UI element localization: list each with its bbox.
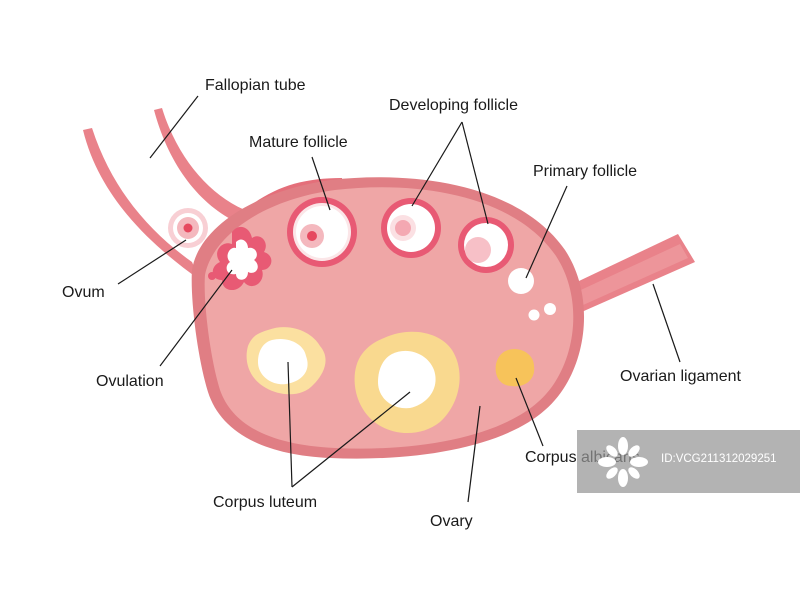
label-ovary: Ovary	[430, 513, 473, 530]
label-corpus-luteum: Corpus luteum	[213, 494, 318, 511]
watermark: ID:VCG211312029251	[577, 430, 800, 493]
label-ovum: Ovum	[62, 284, 105, 301]
label-ovarian-ligament: Ovarian ligament	[620, 368, 741, 385]
label-mature-follicle: Mature follicle	[249, 134, 348, 151]
label-ovulation: Ovulation	[96, 373, 164, 390]
label-developing-follicle: Developing follicle	[389, 97, 518, 114]
leader-lines	[117, 95, 681, 503]
label-primary-follicle: Primary follicle	[533, 163, 638, 180]
flower-logo-icon	[598, 437, 648, 487]
primary-follicle	[508, 268, 534, 294]
label-fallopian-tube: Fallopian tube	[205, 77, 306, 94]
corpus-albicans	[495, 348, 535, 387]
primary-follicle-small-2	[528, 309, 540, 321]
watermark-text: ID:VCG211312029251	[661, 453, 777, 465]
fallopian-tube-right	[154, 108, 250, 228]
primary-follicle-small-1	[544, 303, 556, 315]
fallopian-tube-left	[83, 128, 200, 280]
